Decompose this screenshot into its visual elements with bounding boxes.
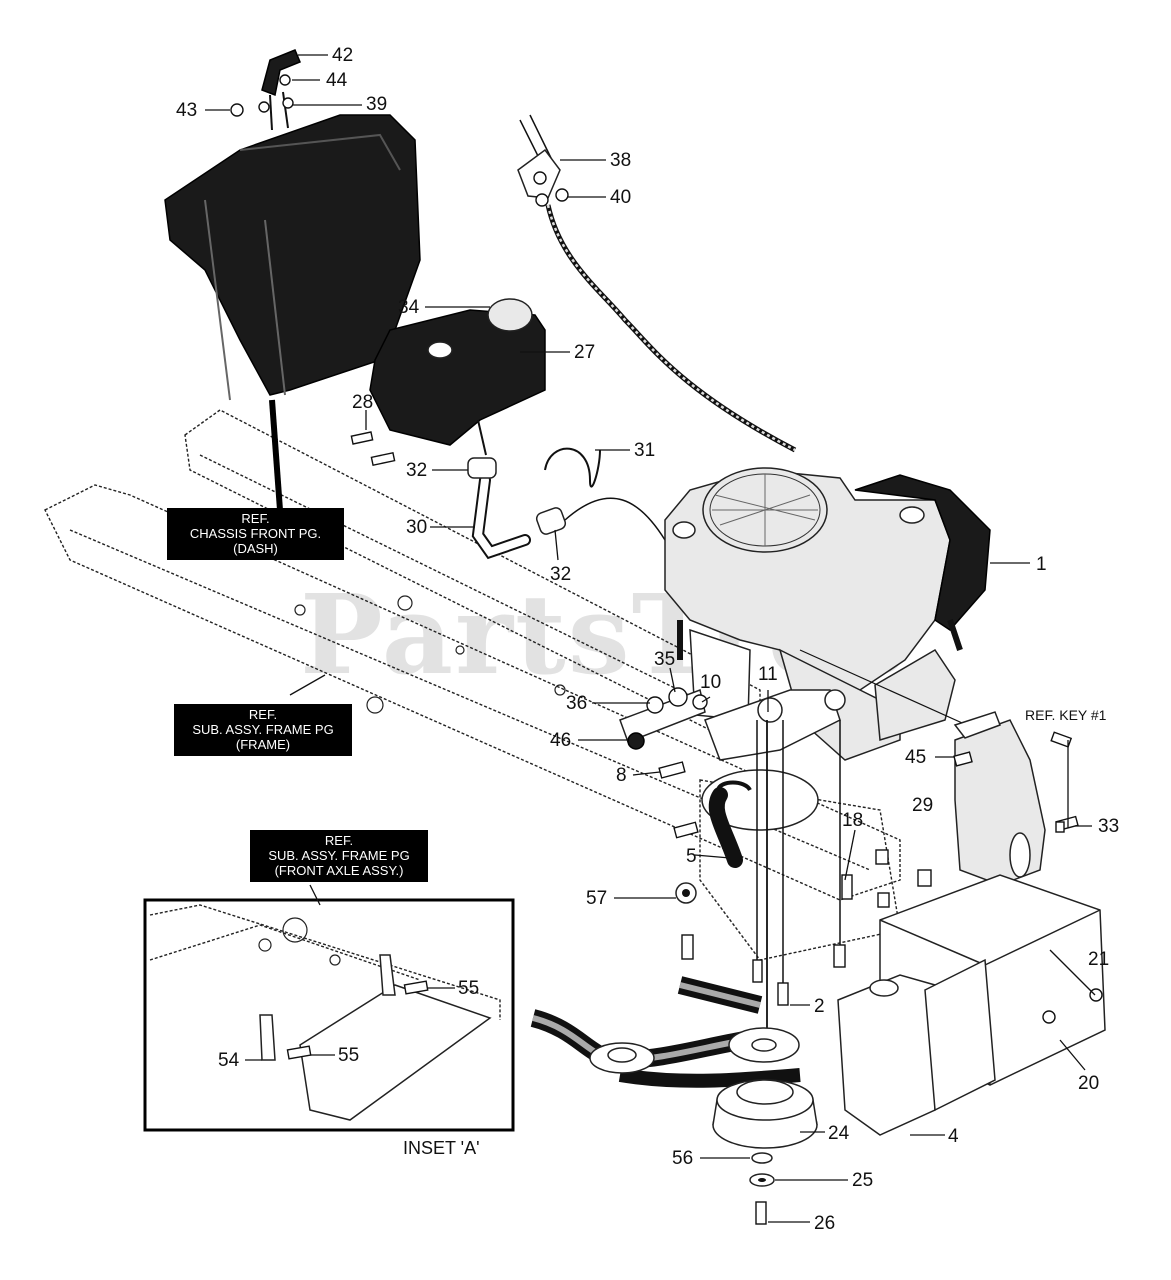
fuel-tank (369, 298, 546, 456)
bracket-42 (230, 49, 301, 131)
heat-shield (953, 711, 1046, 886)
ref-frame-line-1: REF. (248, 707, 278, 722)
ref-axle-line-3: (FRONT AXLE ASSY.) (274, 863, 404, 878)
callout-35: 35 (654, 649, 675, 670)
callout-36: 36 (566, 693, 587, 714)
callout-44: 44 (326, 70, 348, 91)
muffler-assembly (837, 874, 1106, 1136)
hose (708, 780, 752, 868)
callout-25: 25 (852, 1170, 873, 1191)
dash-cover (164, 114, 421, 511)
callout-45: 45 (905, 747, 926, 768)
engine-screen (709, 473, 821, 547)
throttle-cable (517, 114, 797, 453)
callout-18: 18 (842, 810, 863, 831)
callout-32b: 32 (550, 564, 571, 585)
callout-54: 54 (218, 1050, 240, 1071)
pulley-24 (712, 1079, 818, 1149)
callout-55b: 55 (338, 1045, 359, 1066)
callout-21: 21 (1088, 949, 1109, 970)
callout-42: 42 (332, 45, 353, 66)
ref-chassis-line-2: CHASSIS FRONT PG. (189, 526, 322, 541)
callout-29: 29 (912, 795, 933, 816)
callout-55a: 55 (458, 978, 479, 999)
callout-4: 4 (948, 1126, 959, 1147)
callout-11: 11 (758, 664, 778, 685)
callout-28: 28 (352, 392, 373, 413)
washers-bolt (749, 1152, 775, 1225)
callout-43: 43 (176, 100, 197, 121)
long-bolts (675, 720, 932, 1060)
callout-27: 27 (574, 342, 595, 363)
pulley-small (589, 1042, 655, 1074)
callout-20: 20 (1078, 1073, 1099, 1094)
callout-46: 46 (550, 730, 571, 751)
ref-chassis-line-3: (DASH) (233, 541, 278, 556)
callout-32a: 32 (406, 460, 427, 481)
callout-30: 30 (406, 517, 427, 538)
ref-key-label: REF. KEY #1 (1025, 707, 1107, 723)
callout-34: 34 (398, 297, 420, 318)
inset-label: INSET 'A' (403, 1138, 480, 1158)
leader-lines (205, 54, 1096, 1223)
callout-26: 26 (814, 1213, 835, 1234)
pulley-engine (728, 1027, 800, 1063)
ref-axle-line-2: SUB. ASSY. FRAME PG (268, 848, 410, 863)
callout-40: 40 (610, 187, 631, 208)
engine (664, 467, 1001, 761)
callout-8: 8 (616, 765, 627, 786)
callout-33: 33 (1098, 816, 1119, 837)
ref-box-chassis: REF. CHASSIS FRONT PG. (DASH) (167, 508, 344, 560)
fuel-line (467, 447, 666, 560)
callout-2: 2 (814, 996, 825, 1017)
callout-57: 57 (586, 888, 607, 909)
callout-10: 10 (700, 672, 721, 693)
ref-box-frame: REF. SUB. ASSY. FRAME PG (FRAME) (174, 704, 352, 756)
callout-1: 1 (1036, 554, 1047, 575)
callouts: 42 44 43 39 38 40 34 27 28 31 32 30 32 1… (176, 45, 1119, 1234)
ref-axle-line-1: REF. (324, 833, 354, 848)
bolts-misc (658, 731, 1079, 839)
ref-chassis-line-1: REF. (241, 511, 270, 526)
callout-38: 38 (610, 150, 631, 171)
callout-5: 5 (686, 846, 697, 867)
callout-24: 24 (828, 1123, 850, 1144)
ref-frame-line-2: SUB. ASSY. FRAME PG (192, 722, 334, 737)
ref-frame-line-3: (FRAME) (235, 737, 291, 752)
inset-a (143, 898, 515, 1132)
callout-56: 56 (672, 1148, 693, 1169)
bolts-28 (350, 431, 396, 467)
callout-31: 31 (634, 440, 655, 461)
ref-box-axle: REF. SUB. ASSY. FRAME PG (FRONT AXLE ASS… (250, 830, 428, 882)
callout-39: 39 (366, 94, 387, 115)
